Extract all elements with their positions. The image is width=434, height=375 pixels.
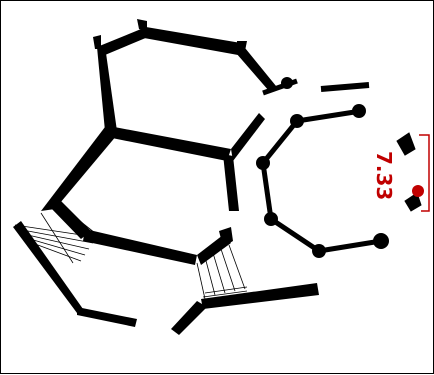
right-ring-system: [256, 77, 422, 258]
distance-measurement: 7.33: [372, 134, 430, 212]
bond: [97, 46, 117, 131]
bond: [223, 154, 239, 211]
atom-node: [352, 104, 366, 118]
measurement-bracket: [419, 134, 430, 212]
bond: [97, 27, 148, 55]
measurement-value: 7.33: [372, 151, 396, 200]
bond: [320, 82, 370, 92]
bond: [201, 283, 319, 309]
bond: [13, 221, 83, 313]
left-ring-system: [13, 19, 319, 335]
hashed-bonds: [14, 205, 248, 300]
bond: [171, 301, 207, 335]
bond: [93, 35, 101, 49]
bond: [231, 113, 265, 161]
bond: [236, 43, 276, 91]
bond: [269, 216, 321, 254]
bond: [261, 119, 299, 165]
bond: [237, 41, 247, 51]
atom-fragment: [404, 192, 422, 212]
bond: [107, 126, 231, 161]
atom-node: [312, 244, 326, 258]
atom-fragment: [396, 132, 416, 156]
bond: [49, 201, 91, 239]
measurement-endpoint: [412, 185, 424, 197]
bond: [296, 108, 362, 124]
atom-node: [281, 77, 293, 89]
bond: [260, 162, 274, 220]
bond: [144, 27, 241, 55]
bond: [41, 127, 117, 211]
bond: [137, 19, 147, 31]
atom-node: [264, 212, 278, 226]
bond: [219, 227, 233, 247]
bond: [318, 238, 382, 254]
atom-node: [373, 233, 389, 249]
atom-node: [256, 156, 270, 170]
bond: [83, 229, 197, 265]
bond: [77, 307, 137, 327]
atom-node: [290, 114, 304, 128]
